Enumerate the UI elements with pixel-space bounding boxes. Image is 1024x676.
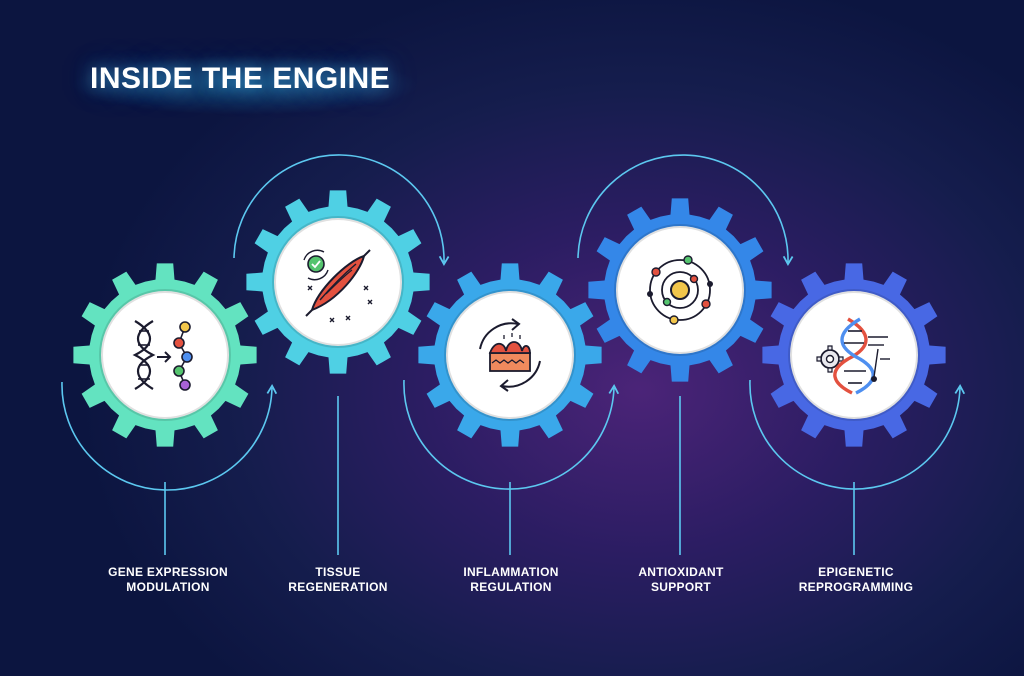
inflammation-cycle-icon [479,318,541,392]
muscle-tissue-icon [303,249,373,323]
step-label-inflammation-regulation: INFLAMMATION REGULATION [463,565,559,594]
step-label-gene-expression: GENE EXPRESSION MODULATION [108,565,228,594]
connector-arc-4 [577,154,794,267]
connector-arc-5 [749,379,966,490]
connector-arc-3 [403,379,620,490]
connector-arc-2 [233,154,450,267]
dna-gear-epigenetic-icon [816,317,890,395]
step-label-tissue-regeneration: TISSUE REGENERATION [288,565,388,594]
dna-gene-expression-icon [132,320,193,391]
connector-arc-1 [61,381,278,491]
gear-center-disc [99,289,231,421]
gear-gene-expression [73,263,257,447]
page-title: INSIDE THE ENGINE [90,62,391,95]
step-label-antioxidant-support: ANTIOXIDANT SUPPORT [638,565,724,594]
step-label-epigenetic-reprogramming: EPIGENETIC REPROGRAMMING [798,565,914,594]
title-glow [70,55,420,115]
atom-antioxidant-icon [647,255,713,325]
